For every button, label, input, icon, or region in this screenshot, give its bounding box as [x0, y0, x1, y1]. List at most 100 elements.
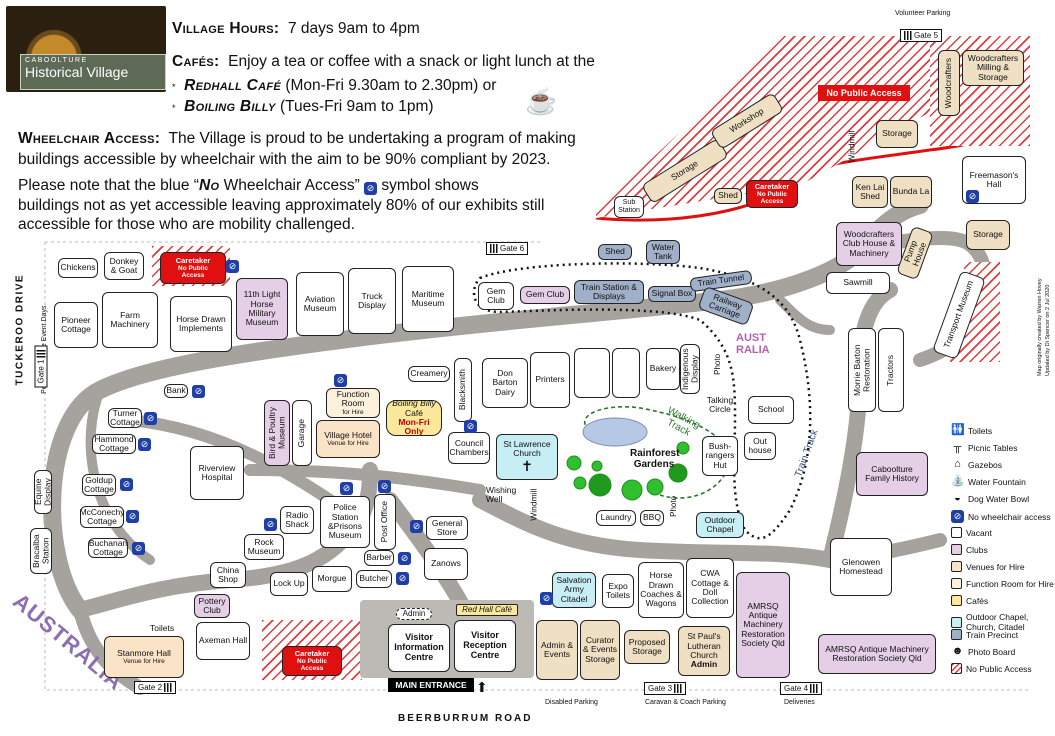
gate-4[interactable]: Gate 4 [780, 682, 823, 695]
building-barber[interactable]: Barber [364, 550, 394, 566]
building-garage[interactable]: Garage [292, 400, 312, 466]
building-visitor-reception[interactable]: Visitor Reception Centre [454, 620, 516, 672]
building-axeman-hall[interactable]: Axeman Hall [196, 622, 250, 660]
building-signal-box[interactable]: Signal Box [648, 286, 696, 302]
building-maritime-museum[interactable]: Maritime Museum [402, 266, 454, 332]
building-gem-club-1[interactable]: Gem Club [478, 282, 514, 310]
building-aviation-museum[interactable]: Aviation Museum [296, 272, 344, 336]
building-riverview-hospital[interactable]: Riverview Hospital [190, 446, 244, 500]
building-admin[interactable]: Admin [396, 608, 432, 620]
building-woodcrafters-milling[interactable]: Woodcrafters Milling & Storage [962, 50, 1024, 86]
building-rock-museum[interactable]: Rock Museum [244, 534, 284, 560]
building-bbq[interactable]: BBQ [640, 510, 664, 526]
building-light-horse-museum[interactable]: 11th Light Horse Military Museum [236, 278, 288, 340]
gate-2[interactable]: Gate 2 [134, 681, 177, 694]
building-sawmill[interactable]: Sawmill [826, 272, 890, 294]
gate-6[interactable]: Gate 6 [486, 242, 529, 255]
building-hammond-cottage[interactable]: Hammond Cottage [92, 434, 136, 454]
building-expo-toilets[interactable]: Expo Toilets [602, 574, 634, 608]
building-horse-drawn-implements[interactable]: Horse Drawn Implements [170, 296, 232, 352]
building-zanows[interactable]: Zanows [424, 548, 468, 580]
building-butcher[interactable]: Butcher [356, 570, 392, 588]
building-donkey-goat[interactable]: Donkey & Goat [104, 252, 144, 280]
building-visitor-information[interactable]: Visitor Information Centre [388, 624, 450, 672]
building-woodcrafters-vert[interactable]: Woodcrafters [938, 50, 960, 116]
building-vacant-1[interactable] [574, 348, 610, 398]
building-china-shop[interactable]: China Shop [210, 562, 246, 588]
building-bracalba-station[interactable]: Bracalba Station [30, 528, 52, 574]
building-creamery[interactable]: Creamery [408, 366, 450, 382]
building-caboolture-family-history[interactable]: Caboolture Family History [856, 452, 928, 496]
building-buchanan-cottage[interactable]: Buchanan Cottage [88, 537, 128, 558]
legend-swatch [951, 578, 962, 589]
building-glenowen-homestead[interactable]: Glenowen Homestead [830, 538, 892, 596]
building-admin-events[interactable]: Admin & Events [536, 620, 578, 680]
building-post-office[interactable]: Post Office [374, 494, 396, 550]
building-general-store[interactable]: General Store [426, 516, 468, 540]
building-indigenous-display[interactable]: Indigenous Display [680, 344, 700, 394]
building-bird-poultry-museum[interactable]: Bird & Poultry Museum [264, 400, 290, 466]
building-mcconechy-cottage[interactable]: McConechy Cottage [79, 506, 125, 528]
building-pioneer-cottage[interactable]: Pioneer Cottage [54, 302, 98, 348]
building-tractors[interactable]: Tractors [878, 328, 904, 412]
building-bushrangers-hut[interactable]: Bush-rangers Hut [702, 436, 738, 476]
building-school[interactable]: School [748, 396, 794, 424]
gate-3[interactable]: Gate 3 [644, 682, 687, 695]
building-turner-cottage[interactable]: Turner Cottage [108, 408, 142, 428]
gate-1[interactable]: Gate 1 [34, 345, 48, 388]
main-entrance[interactable]: MAIN ENTRANCE [388, 678, 474, 692]
building-storage-east[interactable]: Storage [966, 220, 1010, 250]
building-council-chambers[interactable]: Council Chambers [448, 432, 490, 464]
building-train-station[interactable]: Train Station & Displays [574, 280, 644, 304]
building-shed-north[interactable]: Shed [714, 188, 742, 204]
building-goldup-cottage[interactable]: Goldup Cottage [82, 474, 116, 496]
building-ken-lai-shed[interactable]: Ken Lai Shed [852, 176, 888, 208]
building-pottery-club[interactable]: Pottery Club [194, 594, 230, 618]
building-truck-display[interactable]: Truck Display [348, 268, 396, 334]
building-morgue[interactable]: Morgue [312, 566, 352, 592]
no-wheelchair-icon-bank: ⊘ [192, 385, 205, 398]
building-vacant-2[interactable] [612, 348, 640, 398]
building-police-station[interactable]: Police Station &Prisons Museum [320, 496, 370, 548]
building-out-house[interactable]: Out house [744, 432, 776, 460]
building-gem-club-2[interactable]: Gem Club [520, 286, 570, 304]
building-bunda-la[interactable]: Bunda La [890, 176, 932, 208]
building-chickens[interactable]: Chickens [58, 258, 98, 278]
building-woodcrafters-club[interactable]: Woodcrafters Club House & Machinery [836, 222, 902, 266]
building-morrie-barton[interactable]: Morrie Barton Restoration [848, 328, 876, 412]
building-horse-drawn-coaches[interactable]: Horse Drawn Coaches & Wagons [638, 562, 684, 618]
building-radio-shack[interactable]: Radio Shack [280, 506, 314, 534]
building-amrsq-large[interactable]: AMRSQ Antique Machinery Restoration Soci… [736, 572, 790, 678]
building-st-lawrence-church[interactable]: St Lawrence Church✝ [496, 434, 558, 480]
building-amrsq-wide[interactable]: AMRSQ Antique Machinery Restoration Soci… [818, 634, 936, 674]
building-laundry[interactable]: Laundry [596, 510, 636, 526]
building-cwa-cottage[interactable]: CWA Cottage & Doll Collection [686, 558, 734, 618]
building-bank[interactable]: Bank [164, 384, 188, 398]
building-printers[interactable]: Printers [530, 352, 570, 408]
building-don-barton-dairy[interactable]: Don Barton Dairy [482, 358, 528, 408]
building-lock-up[interactable]: Lock Up [270, 572, 308, 596]
building-blacksmith[interactable]: Blacksmith [454, 358, 472, 422]
legend-label: Function Room for Hire [966, 578, 1054, 589]
building-water-tank[interactable]: Water Tank [646, 240, 680, 264]
building-storage-ne[interactable]: Storage [876, 120, 918, 148]
building-bakery[interactable]: Bakery [646, 348, 680, 390]
building-sub-station[interactable]: Sub Station [614, 196, 644, 218]
building-red-hall-cafe[interactable]: Red Hall Café [456, 604, 518, 616]
building-outdoor-chapel[interactable]: Outdoor Chapel [696, 512, 744, 538]
building-equine-display[interactable]: Equine Display [33, 470, 52, 514]
gate-5[interactable]: Gate 5 [900, 29, 943, 42]
building-farm-machinery[interactable]: Farm Machinery [102, 292, 158, 348]
building-shed-train[interactable]: Shed [598, 244, 632, 260]
building-salvation-army[interactable]: Salvation Army Citadel [552, 572, 596, 608]
building-curator-storage[interactable]: Curator & Events Storage [580, 620, 620, 680]
building-proposed-storage[interactable]: Proposed Storage [624, 630, 670, 664]
